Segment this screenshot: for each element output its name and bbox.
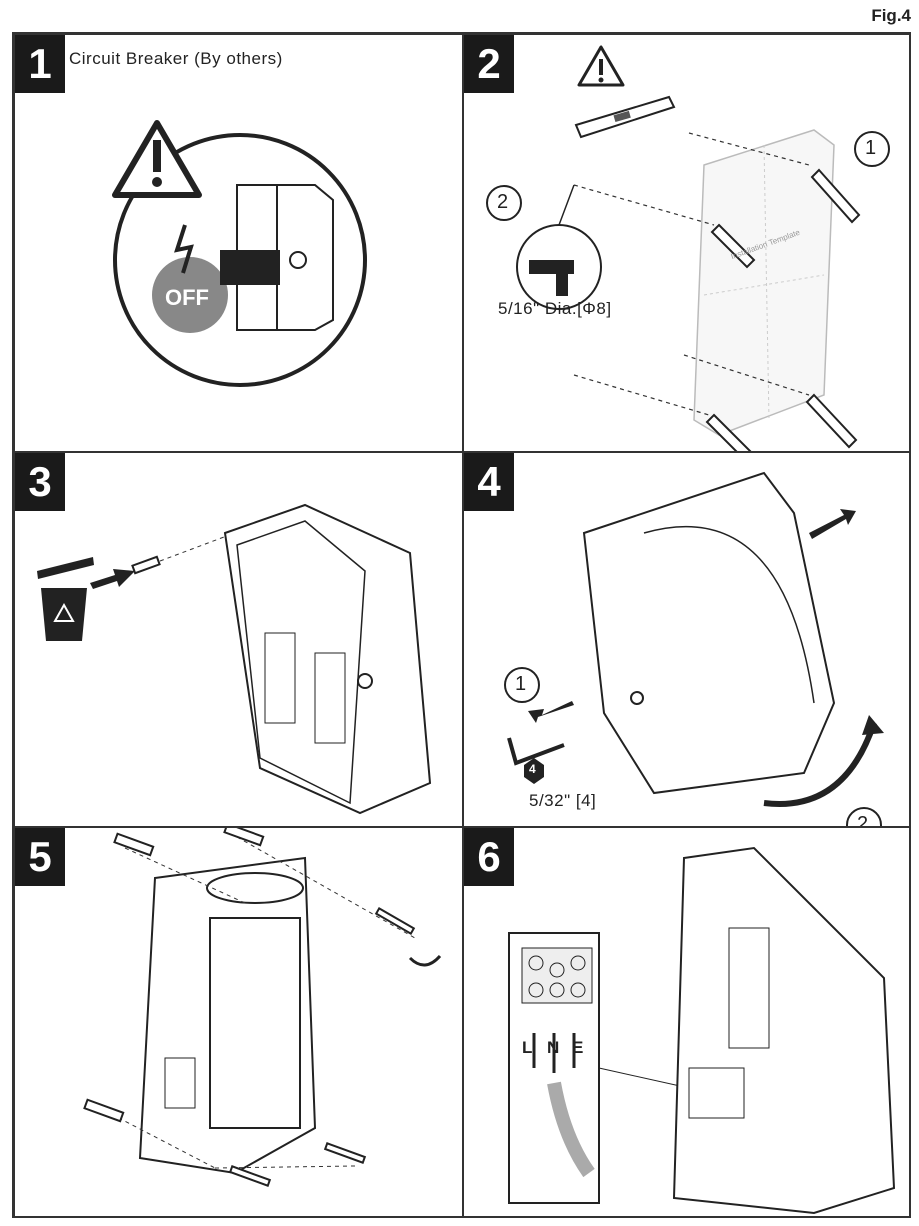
hex-size-badge <box>524 758 544 784</box>
step-5-panel: 5 <box>14 827 463 1218</box>
callout-2: 2 <box>497 191 509 213</box>
off-badge: OFF <box>165 285 209 310</box>
hex-size: 4 <box>529 762 536 776</box>
breaker-illustration <box>112 120 367 387</box>
charger-interior <box>672 846 896 1215</box>
open-cover-illustration <box>504 471 884 826</box>
warning-triangle-icon <box>112 120 202 198</box>
mount-base-illustration <box>83 828 442 1187</box>
screw-icon <box>131 555 161 575</box>
open-enclosure-illustration <box>37 503 432 815</box>
wall-plugs <box>83 828 265 1123</box>
callout-2: 2 <box>857 813 869 827</box>
step-5-number: 5 <box>15 828 65 886</box>
installation-template <box>693 129 835 436</box>
mounting-illustration <box>486 45 890 451</box>
level-tool <box>574 95 676 139</box>
instruction-grid: 1 Circuit Breaker (By others) OFF 2 <box>12 32 911 1218</box>
callout-1: 1 <box>515 673 527 695</box>
screws <box>228 907 416 1187</box>
rotate-arrow-icon <box>763 722 877 807</box>
drill-callout <box>516 184 602 310</box>
step-4-number: 4 <box>464 453 514 511</box>
step-4-panel: 4 1 2 4 5/32" [4] <box>463 452 911 827</box>
step-2-panel: 2 <box>463 34 911 452</box>
wiring-illustration <box>508 846 896 1215</box>
cover <box>582 471 836 795</box>
recycle-bin-icon <box>37 557 94 641</box>
step-1-number: 1 <box>15 35 65 93</box>
step-3-number: 3 <box>15 453 65 511</box>
callout-1: 1 <box>865 137 877 159</box>
step-1-caption: Circuit Breaker (By others) <box>69 49 283 68</box>
base-unit <box>138 856 317 1175</box>
terminal-label-l: L <box>522 1038 533 1057</box>
arrow-left-icon <box>90 569 135 589</box>
screwdriver-rotate-icon <box>408 954 442 967</box>
wall-plugs <box>705 168 861 451</box>
terminal-label-e: E <box>572 1038 584 1057</box>
step-6-panel: 6 L N E <box>463 827 911 1218</box>
hex-key <box>507 737 565 766</box>
step-1-panel: 1 Circuit Breaker (By others) OFF <box>14 34 463 452</box>
warning-triangle-icon <box>577 45 625 87</box>
hex-key-size: 5/32" [4] <box>529 791 597 810</box>
step-3-panel: 3 <box>14 452 463 827</box>
drill-size-label: 5/16" Dia.[Φ8] <box>498 299 612 318</box>
step-2-number: 2 <box>464 35 514 93</box>
breaker-body <box>220 184 334 331</box>
figure-label: Fig.4 <box>871 6 911 25</box>
terminal-callout <box>508 932 600 1204</box>
arrow-left-icon <box>528 701 574 723</box>
terminal-label-n: N <box>547 1038 560 1057</box>
arrow-up-right-icon <box>809 509 856 539</box>
step-6-number: 6 <box>464 828 514 886</box>
enclosure-back <box>223 503 432 815</box>
